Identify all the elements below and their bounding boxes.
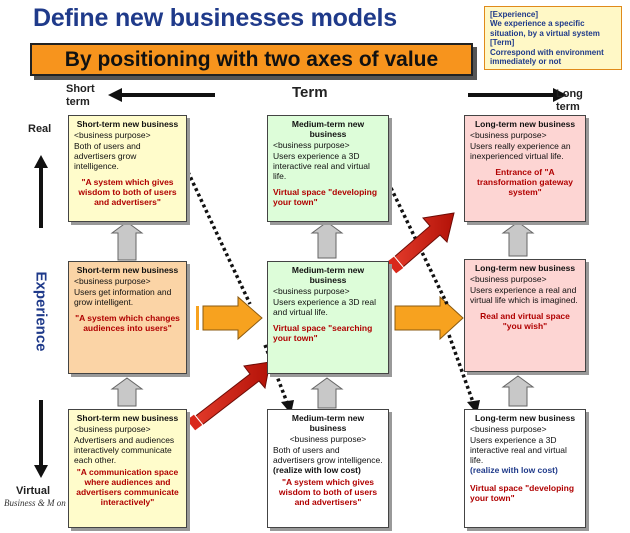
subtitle-text: By positioning with two axes of value <box>64 48 439 71</box>
box-description: Users get information and grow intellige… <box>74 287 172 307</box>
dotted-connector-upper-left <box>186 171 252 305</box>
up-arrow-left-lower <box>110 377 144 407</box>
box-note: (realize with low cost) <box>273 465 361 475</box>
box-heading: Long-term new business <box>474 119 576 129</box>
box-description: Users experience a 3D real and virtual l… <box>273 297 376 317</box>
box-description: Advertisers and audiences interactively … <box>74 435 175 465</box>
box-purpose: <business purpose> <box>74 424 151 434</box>
box-description: Users experience a real and virtual life… <box>470 285 578 305</box>
long-term-label: Long term <box>556 88 583 113</box>
dotted-connector-lower-right <box>447 334 476 406</box>
legend-experience-desc: We experience a specific situation, by a… <box>490 19 600 38</box>
box-purpose: <business purpose> <box>289 434 367 444</box>
box-medium-term-virtual: Medium-term new business <business purpo… <box>267 409 389 528</box>
box-quote: "A system which gives wisdom to both of … <box>278 477 378 507</box>
up-arrow-mid-upper <box>310 221 344 259</box>
box-purpose: <business purpose> <box>470 424 547 434</box>
box-heading: Medium-term new business <box>291 119 365 139</box>
box-heading: Medium-term new business <box>291 265 365 285</box>
subtitle-banner: By positioning with two axes of value <box>30 43 473 76</box>
legend-term-label: [Term] <box>490 38 515 48</box>
box-quote: Real and virtual space "you wish" <box>480 311 570 331</box>
box-description: Users experience a 3D interactive real a… <box>470 435 567 465</box>
box-description: Users experience a 3D interactive real a… <box>273 151 370 181</box>
term-arrow-right <box>468 88 567 102</box>
box-heading: Medium-term new business <box>291 413 365 433</box>
box-quote: Virtual space "searching your town" <box>273 323 373 343</box>
box-quote: Entrance of "A transformation gateway sy… <box>477 167 573 197</box>
up-arrow-left-upper <box>110 221 144 261</box>
experience-arrow-down <box>34 400 48 478</box>
orange-arrow-right <box>394 295 464 341</box>
box-quote: Virtual space "developing your town" <box>273 187 378 207</box>
virtual-label: Virtual <box>16 485 51 497</box>
short-term-label: Short term <box>66 83 95 108</box>
box-note: (realize with low cost) <box>470 465 558 475</box>
box-quote: "A system which gives wisdom to both of … <box>78 177 177 207</box>
box-quote: "A communication space where audiences a… <box>76 467 179 507</box>
box-purpose: <business purpose> <box>74 130 151 140</box>
red-arrow-bottom-left <box>192 361 271 426</box>
box-purpose: <business purpose> <box>470 274 547 284</box>
legend-term-desc: Correspond with environment immediately … <box>490 47 604 67</box>
page-title: Define new businesses models <box>33 4 397 32</box>
legend-box: [Experience] We experience a specific si… <box>484 6 622 70</box>
box-long-term-virtual: Long-term new business <business purpose… <box>464 409 586 528</box>
box-purpose: <business purpose> <box>470 130 547 140</box>
footer-text: Business & M on Sub-Team, Ja <box>4 498 117 508</box>
box-heading: Short-term new business <box>76 413 179 423</box>
up-arrow-mid-lower <box>310 377 344 409</box>
box-quote: Virtual space "developing your town" <box>470 483 575 503</box>
legend-experience-label: [Experience] <box>490 10 539 19</box>
orange-arrow-left <box>202 295 263 341</box>
box-heading: Long-term new business <box>474 413 576 423</box>
real-label: Real <box>28 123 52 135</box>
up-arrow-right-upper <box>501 221 535 257</box>
box-description: Users really experience an inexperienced… <box>470 141 571 161</box>
box-description: Both of users and advertisers grow intel… <box>273 445 383 465</box>
box-short-term-real: Short-term new business <business purpos… <box>68 115 187 222</box>
red-arrow-mid-right <box>392 212 455 268</box>
box-heading: Long-term new business <box>474 263 576 273</box>
box-heading: Short-term new business <box>76 119 179 129</box>
box-description: Both of users and advertisers grow intel… <box>74 141 141 171</box>
box-purpose: <business purpose> <box>74 276 151 286</box>
box-short-term-virtual: Short-term new business <business purpos… <box>68 409 187 528</box>
box-purpose: <business purpose> <box>273 286 350 296</box>
term-arrow-left <box>108 88 215 102</box>
box-medium-term-real: Medium-term new business <business purpo… <box>267 115 389 222</box>
experience-arrow-up <box>34 155 48 228</box>
term-axis-label: Term <box>292 84 328 101</box>
box-quote: "A system which changes audiences into u… <box>75 313 180 333</box>
box-long-term-real: Long-term new business <business purpose… <box>464 115 586 222</box>
box-long-term-middle: Long-term new business <business purpose… <box>464 259 586 372</box>
box-medium-term-middle: Medium-term new business <business purpo… <box>267 261 389 374</box>
box-purpose: <business purpose> <box>273 140 350 150</box>
dotted-connector-lower-left <box>263 344 290 406</box>
box-heading: Short-term new business <box>76 265 179 275</box>
up-arrow-right-lower <box>501 375 535 407</box>
experience-axis-label: Experience <box>32 271 50 352</box>
box-short-term-middle: Short-term new business <business purpos… <box>68 261 187 374</box>
